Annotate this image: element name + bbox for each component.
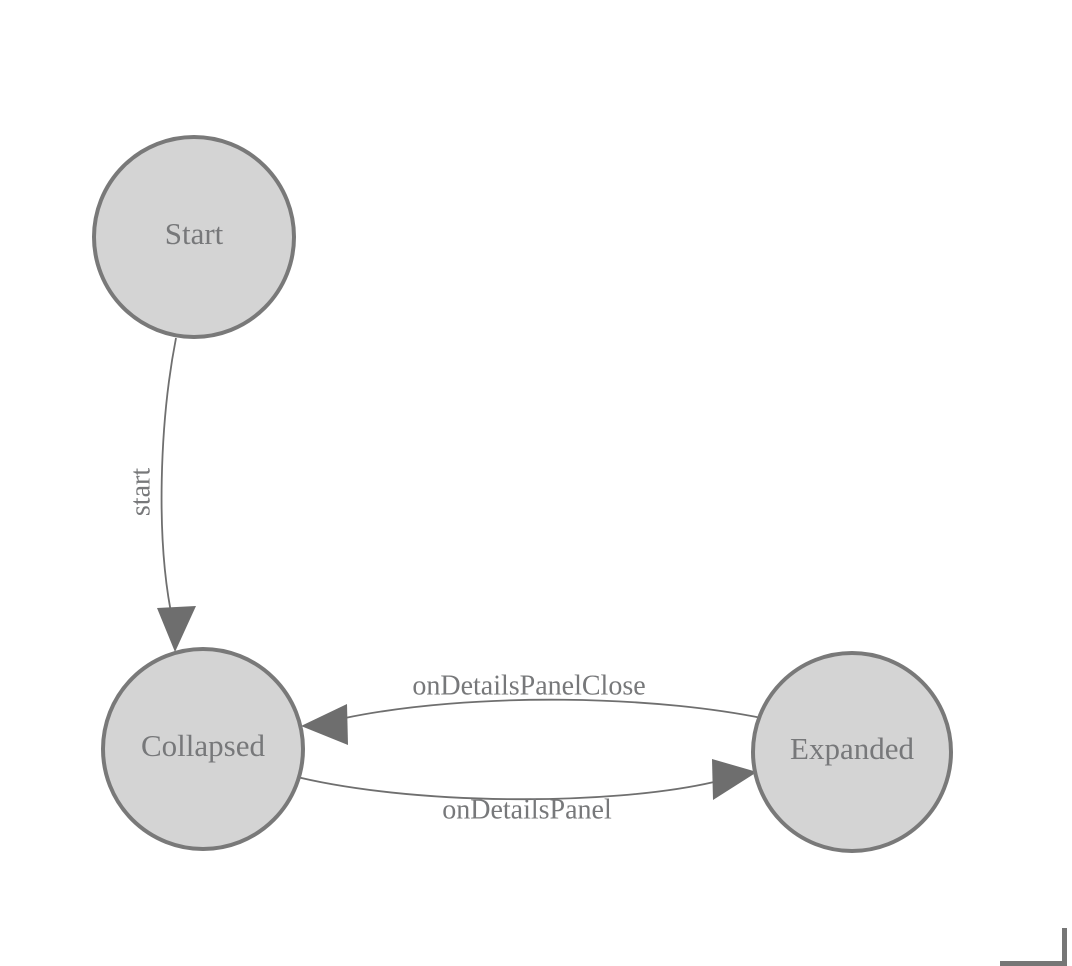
edge-collapsed-to-expanded-arrowhead [712,759,757,800]
edge-label-on-details-panel-close: onDetailsPanelClose [412,670,645,701]
edge-collapsed-to-expanded[interactable] [288,759,757,801]
edge-start-to-collapsed-arrowhead [157,606,196,652]
edge-start-to-collapsed-path [160,337,177,623]
node-collapsed-label: Collapsed [141,728,265,763]
node-collapsed-circle [101,647,305,851]
edge-label-on-details-panel: onDetailsPanel [442,794,612,825]
node-start-circle [92,135,296,339]
node-expanded[interactable]: Expanded [751,651,953,853]
node-collapsed[interactable]: Collapsed [101,647,305,851]
edge-expanded-to-collapsed-path [344,698,781,723]
edge-expanded-to-collapsed-arrowhead [301,704,348,745]
node-expanded-label: Expanded [790,731,914,766]
node-start-label: Start [165,216,224,251]
panel-border-bottom [1000,961,1067,966]
edge-label-start: start [125,468,156,516]
edge-start-to-collapsed[interactable] [157,337,196,652]
panel-border-right [1062,928,1067,966]
edge-expanded-to-collapsed[interactable] [301,698,781,745]
edge-collapsed-to-expanded-path [288,774,715,801]
node-start[interactable]: Start [92,135,296,339]
node-expanded-circle [751,651,953,853]
